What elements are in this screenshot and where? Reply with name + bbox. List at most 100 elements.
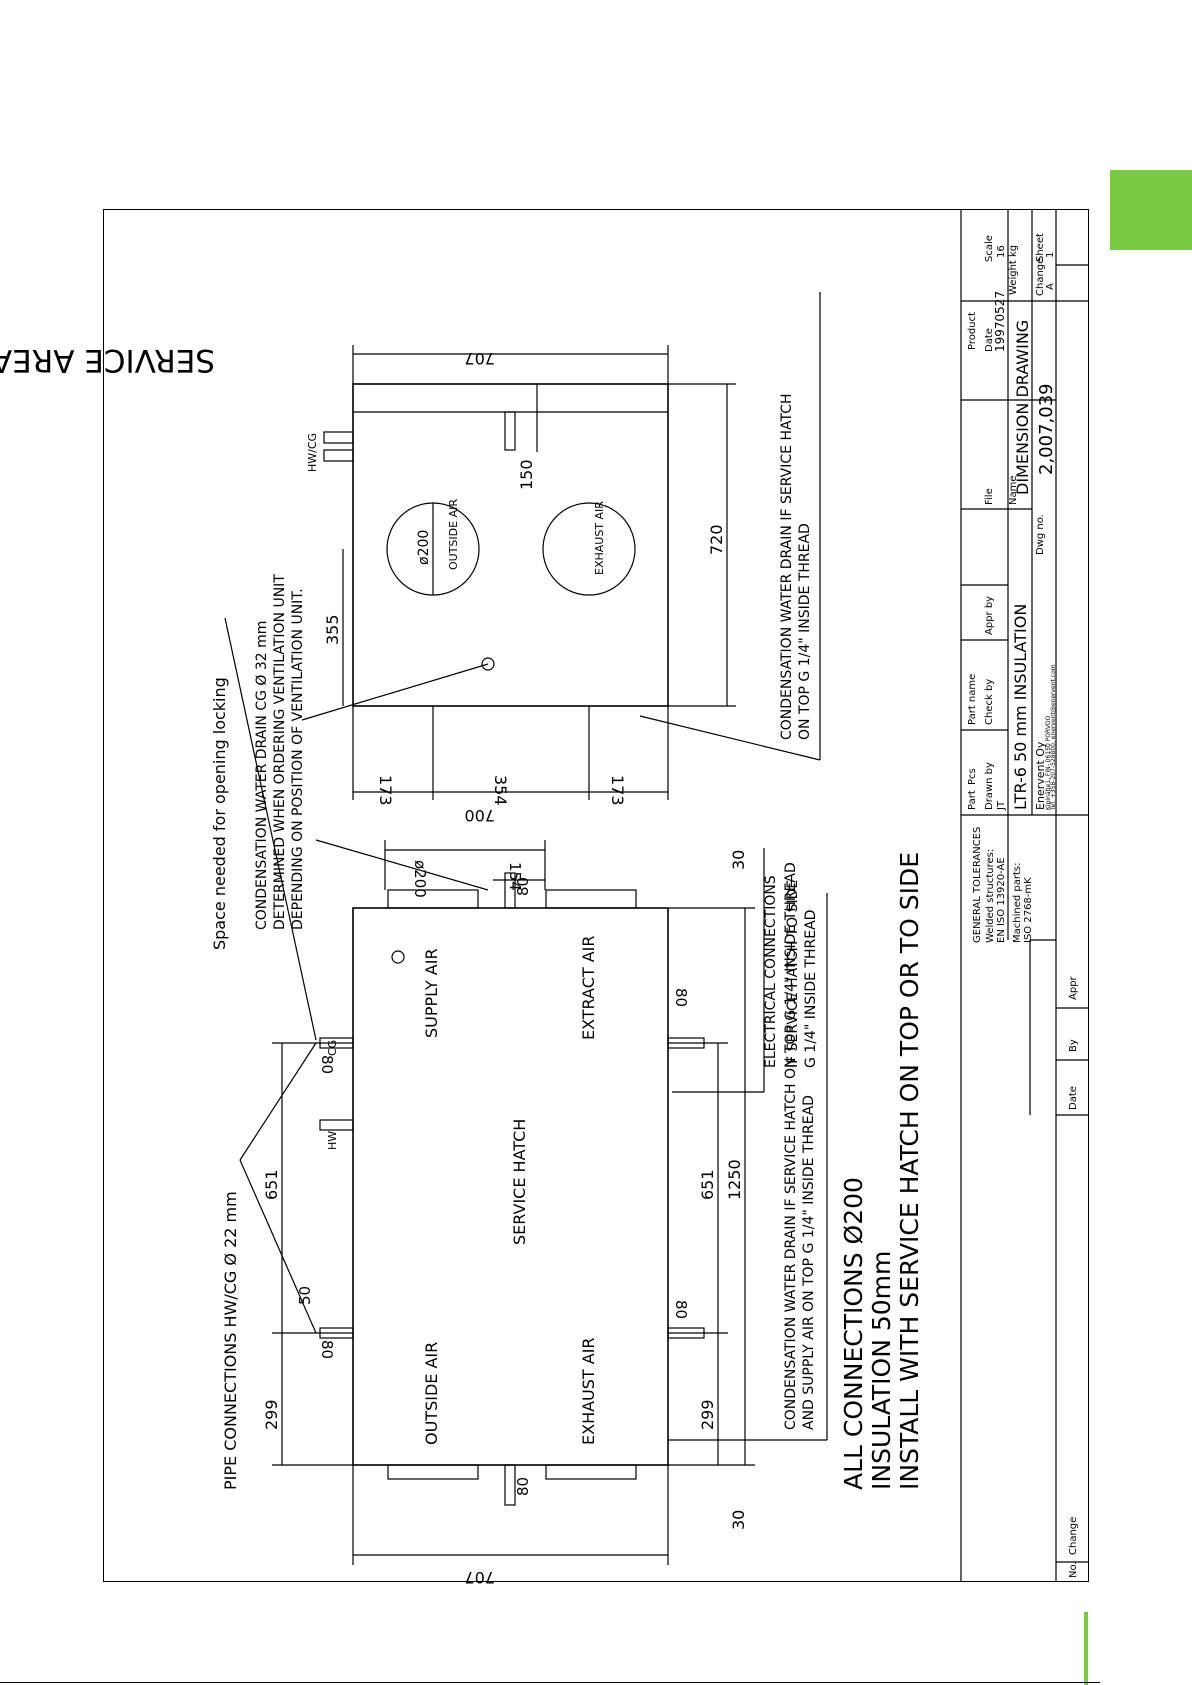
cond-supply-line1: CONDENSATION WATER DRAIN IF SERVICE HATC… <box>783 862 799 1430</box>
tb-file: File <box>984 488 995 505</box>
tb-sheet-label: Sheet <box>1035 233 1046 262</box>
tb-part-name: Part name <box>967 674 978 725</box>
label-hw: HW <box>326 1131 339 1150</box>
tb-title-1: LTR-6 50 mm INSULATION <box>1011 604 1030 810</box>
rev-by: By <box>1068 1039 1079 1052</box>
tb-change-label: Change <box>1035 258 1046 296</box>
pipe-stub-hw <box>323 431 354 444</box>
label-extract-air: EXTRACT AIR <box>579 935 598 1040</box>
tb-date-label: Date <box>984 328 995 352</box>
cond-drain-line1: CONDENSATION WATER DRAIN CG Ø 32 mm <box>254 621 270 930</box>
dim-299-a: 299 <box>262 1399 281 1430</box>
tb-machined: Machined parts: <box>1012 863 1023 943</box>
tb-company-addr: Kipinätie1, FIN- 06150 PORVOO <box>1045 715 1052 810</box>
label-service-hatch: SERVICE HATCH <box>510 1119 529 1245</box>
electrical-line2: IF SERVICE HATCH TO SIDE <box>785 880 801 1068</box>
dim-80-e: 80 <box>514 1477 532 1496</box>
tb-welded-std: EN ISO 13920-AE <box>996 857 1007 943</box>
label-outside-air: OUTSIDE AIR <box>422 1342 441 1445</box>
label-exhaust-air: EXHAUST AIR <box>579 1337 598 1445</box>
tb-change-val: A <box>1045 283 1056 290</box>
leader-space-needed <box>224 617 317 1041</box>
dim-154: 154 <box>506 862 524 891</box>
dim-1250: 1250 <box>725 1159 744 1200</box>
tb-sheet-val: 1 <box>1045 252 1056 258</box>
tb-drawn-by: Drawn by <box>984 762 995 810</box>
top-view-body <box>352 383 669 707</box>
tb-dwg-label: Dwg no. <box>1035 514 1046 555</box>
page-bottom-rule <box>0 1682 1100 1683</box>
tb-part: Part <box>967 790 978 810</box>
title-block <box>960 209 1089 1582</box>
duct-supply <box>387 889 479 909</box>
page-tab-marker <box>1110 170 1192 250</box>
cond-drain-line2: DETERMINED WHEN ORDERING VENTILATION UNI… <box>272 574 288 930</box>
leader-cond-hatch <box>639 715 821 761</box>
cond-hatch-line2: ON TOP G 1/4" INSIDE THREAD <box>797 523 813 740</box>
duct-outside <box>387 1464 479 1480</box>
rev-appr: Appr <box>1068 975 1079 1000</box>
label-hwcg: HW/CG <box>306 433 319 472</box>
tb-title-2: DIMENSION DRAWING <box>1013 320 1032 495</box>
dim-299-b: 299 <box>698 1399 717 1430</box>
dim-354: 354 <box>491 775 510 806</box>
tb-appr-by: Appr by <box>984 596 995 635</box>
exhaust-air-circle <box>542 502 636 596</box>
hatch-handle <box>504 411 516 451</box>
dim-80-d: 80 <box>672 1300 690 1319</box>
tb-company: Enervent Oy <box>1034 741 1047 810</box>
tb-scale-val: 16 <box>996 245 1007 258</box>
leader-pipe-connections <box>239 1042 317 1161</box>
tb-name-label: Name <box>1008 475 1019 505</box>
dim-651-a: 651 <box>262 1169 281 1200</box>
cond-supply-line2: AND SUPPLY AIR ON TOP G 1/4" INSIDE THRE… <box>801 1095 817 1430</box>
tb-drawn-val: JT <box>996 800 1007 811</box>
label-outside-air-circle: OUTSIDE AIR <box>447 499 460 570</box>
all-connections-line2: INSULATION 50mm <box>867 1251 896 1490</box>
dim-80-a: 80 <box>318 1055 336 1074</box>
tb-check-by: Check by <box>984 679 995 725</box>
pipe-hw <box>319 1119 354 1131</box>
pipe-stub-cg <box>323 449 354 462</box>
tb-dwg-val: 2,007,039 <box>1036 383 1057 475</box>
dim-173-b: 173 <box>608 775 627 806</box>
rev-no: No. <box>1068 1561 1079 1578</box>
leader-drain-side <box>315 839 489 891</box>
rev-date: Date <box>1068 1086 1079 1110</box>
all-connections-line3: INSTALL WITH SERVICE HATCH ON TOP OR TO … <box>895 852 924 1490</box>
hatch-lock-bottom <box>504 1464 516 1506</box>
service-area-note: SERVICE AREA 1400x800 <box>0 342 215 378</box>
drawing-sheet-frame <box>103 209 1089 1582</box>
duct-exhaust <box>545 1464 637 1480</box>
dim-173-a: 173 <box>376 775 395 806</box>
label-supply-air: SUPPLY AIR <box>422 948 441 1038</box>
dim-200-circle: ø200 <box>416 530 432 565</box>
tb-date-val: 19970527 <box>993 291 1007 352</box>
dim-80-b: 80 <box>318 1340 336 1359</box>
page-edge-marker <box>1084 1612 1088 1685</box>
electrical-line1: ELECTRICAL CONNECTIONS <box>763 875 779 1068</box>
tb-machined-std: ISO 2768-mK <box>1023 877 1034 943</box>
label-exhaust-air-circle: EXHAUST AIR <box>593 501 606 575</box>
dim-707-bottom: 707 <box>464 1568 495 1587</box>
dim-80-c: 80 <box>672 988 690 1007</box>
pipe-connections-note: PIPE CONNECTIONS HW/CG Ø 22 mm <box>221 1191 240 1490</box>
dim-80-side: 80 <box>514 877 532 896</box>
dim-30-a: 30 <box>729 850 748 870</box>
dim-720: 720 <box>707 524 726 555</box>
dim-30-b: 30 <box>729 1510 748 1530</box>
tb-scale-label: Scale <box>984 235 995 262</box>
space-needed-note: Space needed for opening locking <box>210 677 229 950</box>
all-connections-line1: ALL CONNECTIONS Ø200 <box>839 1177 868 1490</box>
dim-700: 700 <box>464 806 495 825</box>
tb-general-tolerances: GENERAL TOLERANCES <box>972 827 983 943</box>
dim-50: 50 <box>296 1286 314 1305</box>
label-cg: CG <box>326 1040 339 1056</box>
hatch-lock-top <box>504 872 516 909</box>
cond-hatch-line1: CONDENSATION WATER DRAIN IF SERVICE HATC… <box>779 394 795 741</box>
dim-200-side: ø200 <box>411 860 429 898</box>
tb-pcs: Pcs <box>967 768 978 785</box>
tb-company-tel: Tel. +358-207-528800, enervent@enervent.… <box>1050 664 1057 811</box>
top-view <box>301 292 821 800</box>
